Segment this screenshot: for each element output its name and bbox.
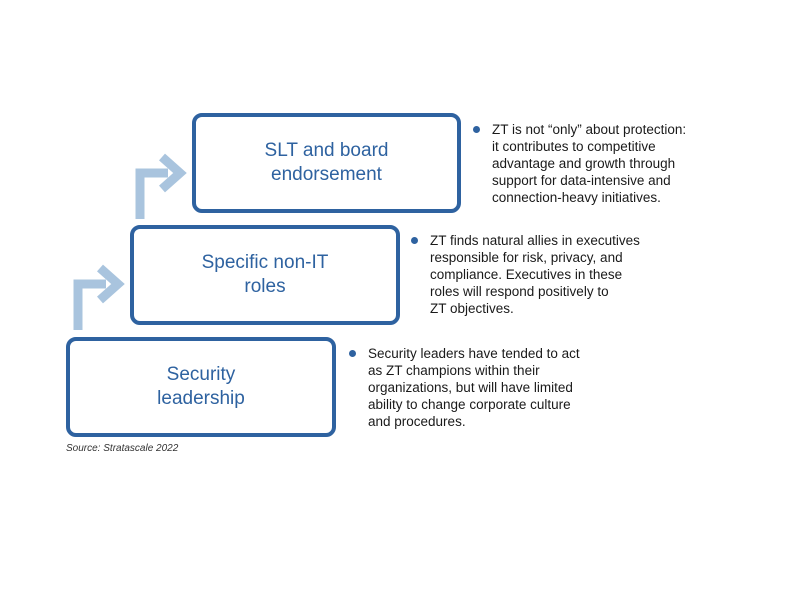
step-note: ZT finds natural allies in executives re… [411, 232, 671, 317]
step-note: Security leaders have tended to act as Z… [349, 345, 609, 430]
arrow-up-right-icon [73, 264, 125, 330]
bullet-icon [473, 126, 480, 133]
step-box-slt-board: SLT and board endorsement [192, 113, 461, 213]
source-caption: Source: Stratascale 2022 [66, 443, 179, 454]
step-note-text: ZT is not “only” about protection: it co… [492, 122, 687, 205]
step-label: Security leadership [157, 364, 245, 409]
step-note: ZT is not “only” about protection: it co… [473, 121, 733, 206]
step-note-text: Security leaders have tended to act as Z… [368, 346, 580, 429]
bullet-icon [349, 350, 356, 357]
step-box-non-it-roles: Specific non-IT roles [130, 225, 400, 325]
arrow-up-right-icon [135, 153, 187, 219]
bullet-icon [411, 237, 418, 244]
step-box-security-leadership: Security leadership [66, 337, 336, 437]
step-label: Specific non-IT roles [201, 252, 329, 297]
step-note-text: ZT finds natural allies in executives re… [430, 233, 640, 316]
step-label: SLT and board endorsement [264, 140, 389, 185]
